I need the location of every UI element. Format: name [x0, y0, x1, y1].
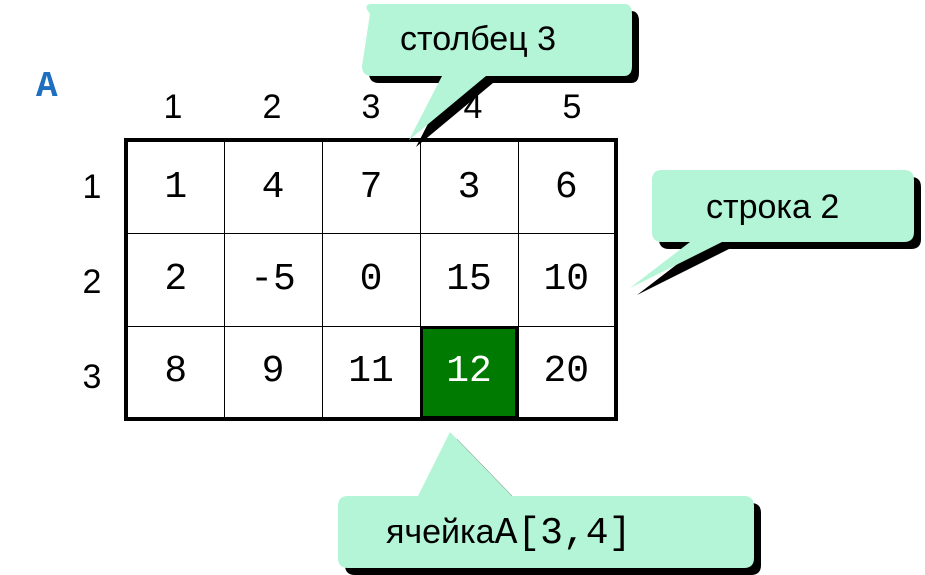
matrix-cell: 8 [125, 325, 225, 420]
array-name: A [36, 66, 58, 107]
matrix-cell: 11 [321, 325, 421, 420]
matrix-table: 1 4 7 3 6 2 -5 0 15 10 8 9 11 12 20 [124, 138, 618, 421]
row-header: 1 [82, 168, 102, 206]
column-callout-shape [362, 4, 639, 147]
row-callout-shape [630, 170, 921, 295]
cell-callout-label: ячейкаA[3,4] [386, 512, 631, 555]
column-header: 2 [262, 88, 282, 126]
row-header: 3 [82, 358, 102, 396]
matrix-cell: 1 [125, 139, 225, 234]
column-header: 5 [562, 88, 582, 126]
matrix-row: 1 4 7 3 6 [125, 139, 617, 234]
matrix-cell: 15 [419, 232, 519, 327]
row-header: 2 [82, 263, 102, 301]
row-callout-label: строка 2 [706, 188, 840, 226]
cell-callout-word: ячейка [386, 513, 495, 551]
cell-callout-shape [338, 432, 761, 575]
matrix-cell: 6 [517, 139, 617, 234]
matrix-cell: 3 [419, 139, 519, 234]
matrix-row: 2 -5 0 15 10 [125, 232, 617, 327]
matrix-row: 8 9 11 12 20 [125, 325, 617, 420]
matrix-cell: 9 [223, 325, 323, 420]
matrix-cell: -5 [223, 232, 323, 327]
column-callout-label: столбец 3 [400, 20, 557, 58]
column-header: 3 [361, 88, 381, 126]
cell-callout-ref: A[3,4] [494, 512, 632, 555]
matrix-cell: 20 [517, 325, 617, 420]
matrix-cell: 10 [517, 232, 617, 327]
column-header: 1 [163, 88, 183, 126]
